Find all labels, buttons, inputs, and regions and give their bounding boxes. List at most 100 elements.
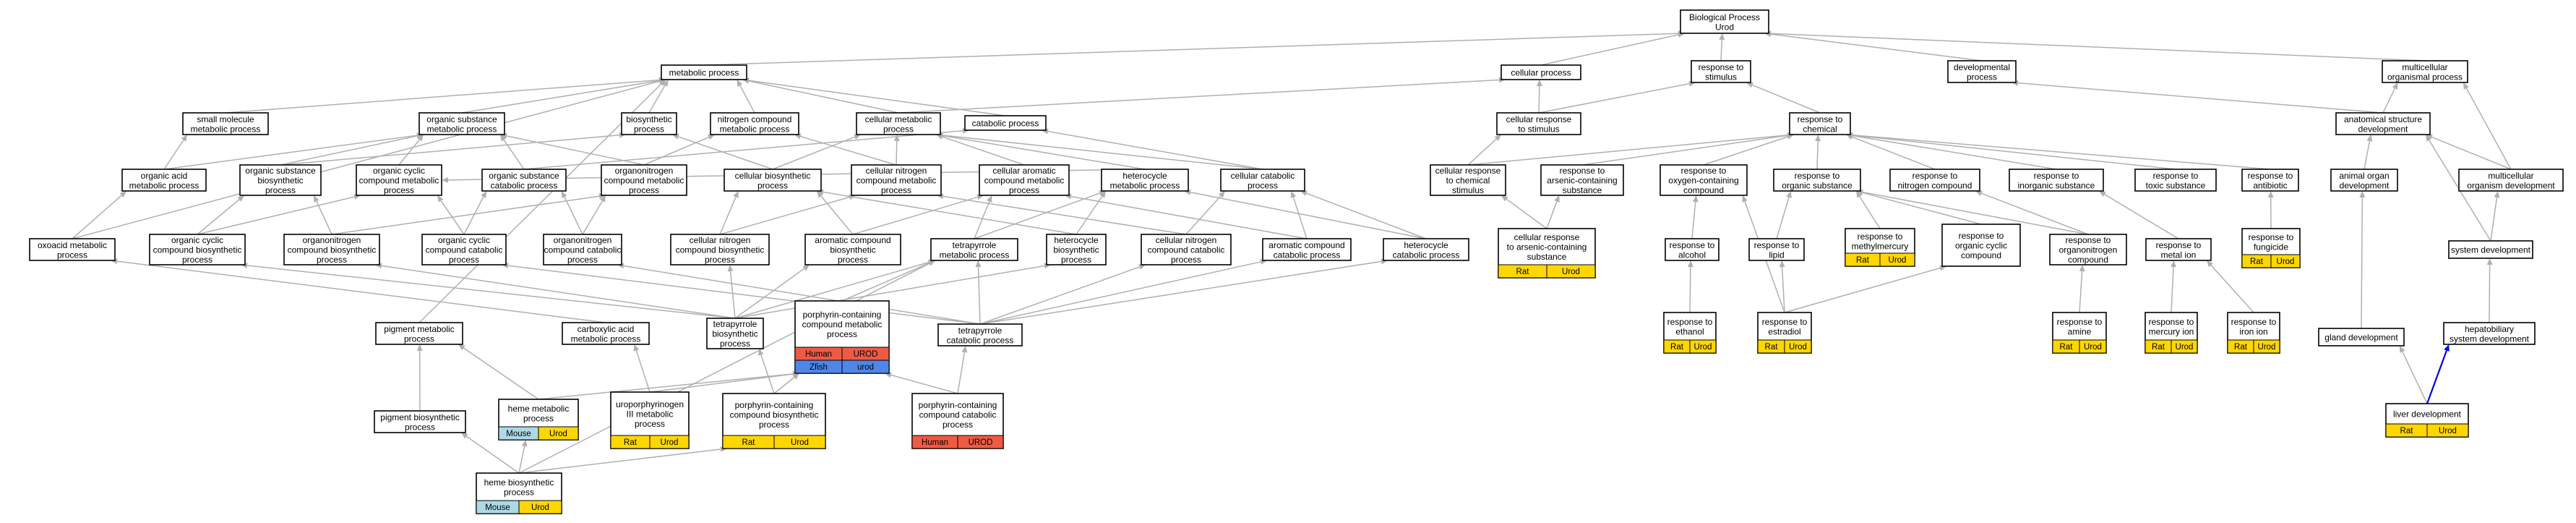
go-term-box [1262,238,1352,261]
go-term-catabolic[interactable]: catabolic process [964,115,1047,131]
go-term-cellular[interactable]: cellular process [1500,64,1581,80]
edge-arrowhead [111,258,118,265]
go-term-label: carboxylic acid [578,324,635,334]
edge-cell_met-to-metabolic [748,80,899,114]
go-term-gland_dev[interactable]: gland development [2318,328,2405,346]
go-term-box [2443,322,2536,345]
edge-multicellular_dev-to-anat_dev [2431,136,2512,170]
edge-arrowhead [2079,265,2085,272]
annotation-label: Urod [531,503,549,512]
edge-cell_resp_chem-to-resp_chem [1467,135,1788,166]
go-term-metabolic[interactable]: metabolic process [661,64,747,80]
go-term-label: cellular aromatic [992,166,1055,176]
go-term-box [2318,328,2405,346]
edge-cell_cat-to-cell_met [942,135,1263,170]
edge-arrowhead [1787,134,1794,140]
go-term-system_dev[interactable]: system development [2448,240,2533,259]
go-term-label: process [567,255,598,265]
edge-arrowhead [119,191,126,197]
edge-arrowhead [1554,195,1560,203]
edge-arrowhead [733,191,739,198]
go-term-label: process [1248,180,1278,190]
go-term-label: organonitrogen [554,235,612,245]
go-term-label: cellular response [1506,114,1572,124]
go-term-label: process [405,422,435,432]
go-term-label: compound metabolic [802,320,883,330]
go-term-label: compound catabolic [1148,245,1225,255]
go-term-label: antibiotic [2253,180,2287,190]
go-term-label: porphyrin-containing [919,400,997,410]
